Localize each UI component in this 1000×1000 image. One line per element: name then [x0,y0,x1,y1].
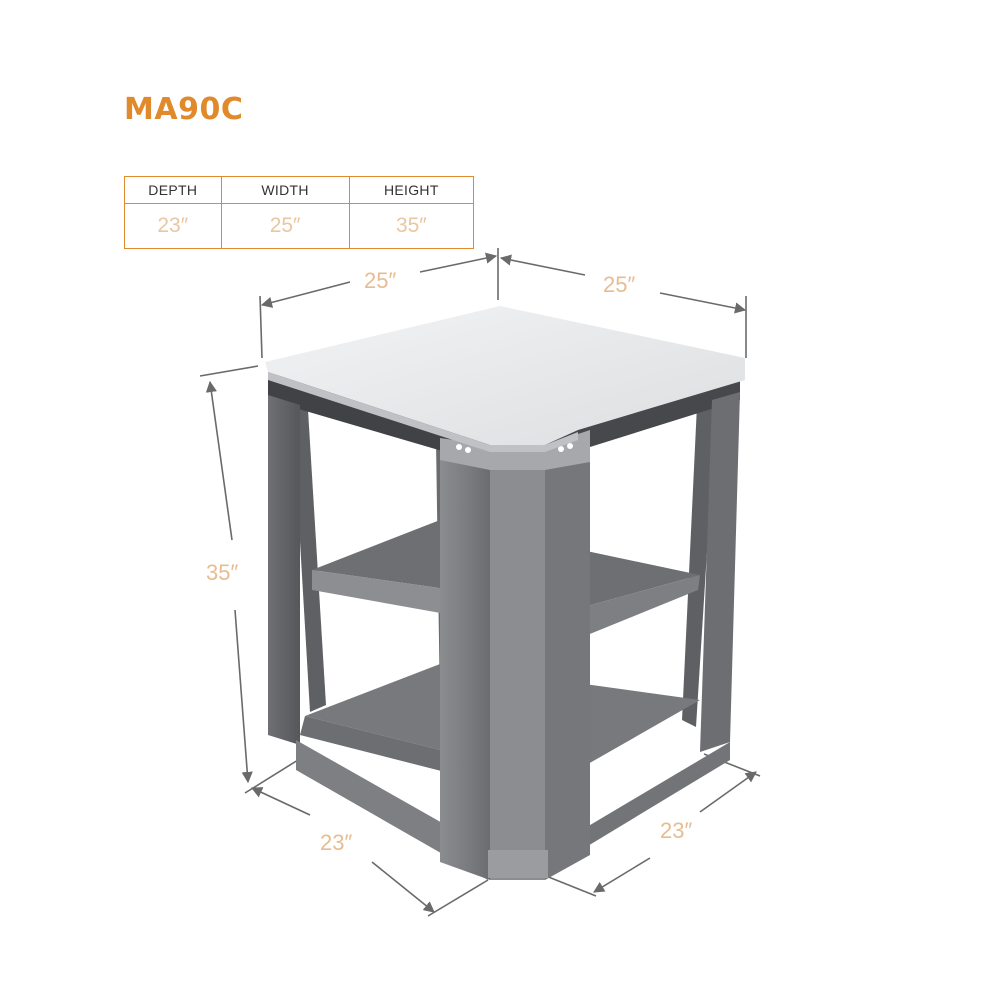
spec-value-width: 25″ [220,203,350,249]
dim-bottom-right-depth: 23″ [660,818,693,843]
spec-header-height: HEIGHT [348,176,475,204]
dim-top-left-width: 25″ [364,268,397,293]
cabinet-body [265,306,745,880]
spec-value-depth: 23″ [124,203,222,249]
spec-value-row: 23″ 25″ 35″ [124,203,475,249]
dim-height: 35″ [206,560,239,585]
spec-header-row: DEPTH WIDTH HEIGHT [124,176,475,204]
dimension-lines [199,248,761,917]
model-title: MA90C [124,92,244,127]
spec-value-height: 35″ [348,203,475,249]
spec-table: DEPTH WIDTH HEIGHT 23″ 25″ 35″ [124,176,475,249]
dim-bottom-left-depth: 23″ [320,830,353,855]
spec-header-depth: DEPTH [124,176,222,204]
dim-top-right-width: 25″ [603,272,636,297]
